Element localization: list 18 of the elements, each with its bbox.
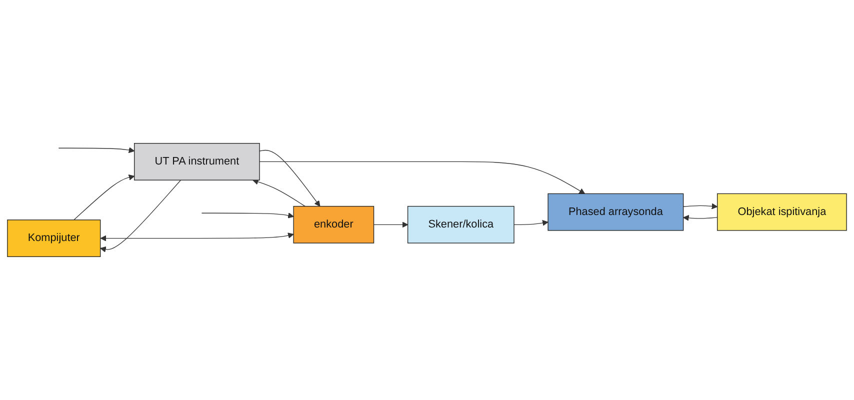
arrow: [259, 150, 320, 207]
arrow: [100, 180, 182, 252]
arrow: [100, 232, 294, 242]
arrow: [682, 203, 718, 210]
node-box: UT PA instrument: [134, 143, 260, 180]
node-box: Phased arraysonda: [548, 193, 684, 231]
arrow: [252, 178, 306, 207]
arrow: [201, 212, 294, 218]
arrow: [259, 161, 586, 194]
arrow: [373, 222, 408, 228]
node-box: Skener/kolica: [407, 206, 514, 244]
node-box: Kompijuter: [7, 220, 101, 257]
node-box: Objekat ispitivanja: [717, 193, 847, 231]
arrow: [514, 220, 548, 226]
arrow: [58, 147, 135, 154]
arrow: [74, 174, 135, 220]
node-box: enkoder: [293, 206, 374, 244]
arrow: [683, 214, 718, 221]
